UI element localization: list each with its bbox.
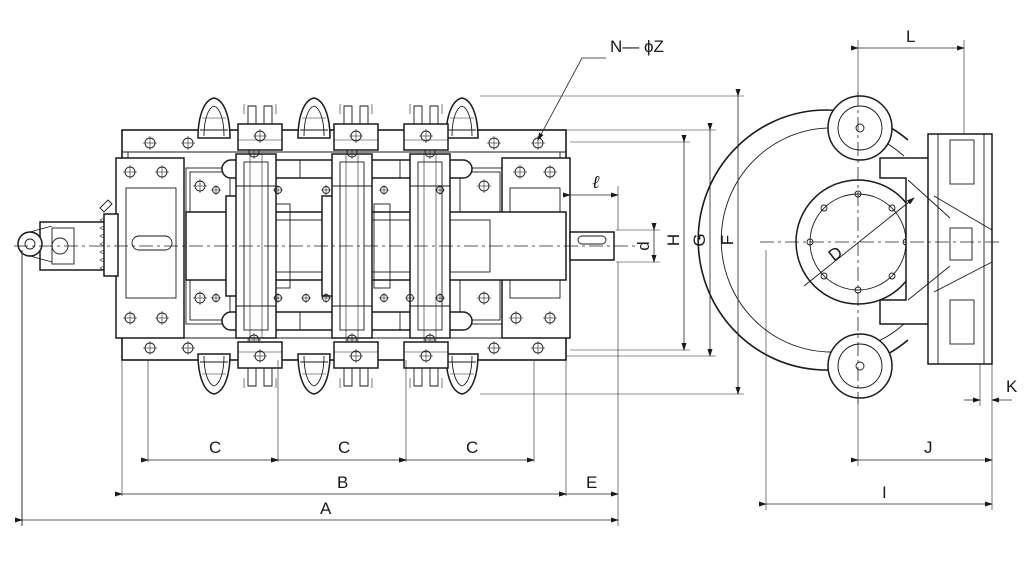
callout-n-phiz: N— ϕZ [610, 37, 664, 56]
top-pulleys [197, 97, 479, 150]
dim-label-i: I [882, 483, 887, 502]
dim-label-d: d [634, 241, 653, 250]
dim-label-c1: C [209, 438, 221, 457]
front-view [14, 97, 636, 526]
dim-label-b: B [337, 473, 348, 492]
dim-label-f: F [718, 235, 737, 245]
dim-label-l: L [906, 27, 915, 46]
side-pulleys [827, 95, 893, 399]
dim-label-g: G [690, 233, 709, 246]
dimensions [15, 40, 1012, 526]
labels: N— ϕZ C C C B E A ℓ d H G F L J I K D [209, 27, 1018, 518]
dim-label-c2: C [338, 438, 350, 457]
left-coupling [17, 199, 119, 277]
dim-label-j: J [924, 438, 933, 457]
dim-label-h: H [664, 234, 683, 246]
bottom-pulleys [197, 342, 479, 395]
dim-label-a: A [320, 499, 332, 518]
dim-label-l-small: ℓ [592, 172, 600, 192]
side-view [697, 92, 1000, 404]
dim-label-e: E [586, 473, 597, 492]
dim-label-k: K [1006, 377, 1018, 396]
dim-label-c3: C [466, 438, 478, 457]
